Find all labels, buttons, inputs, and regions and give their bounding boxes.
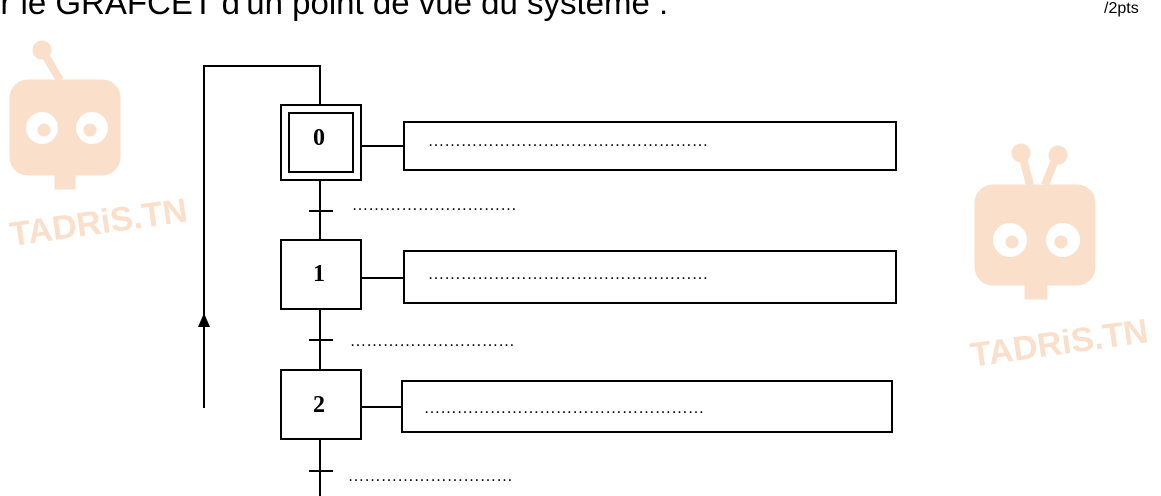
- step-2-number: 2: [313, 392, 325, 418]
- receptivity-text-0[interactable]: …………………………: [352, 197, 517, 214]
- receptivity-text-2[interactable]: …………………………: [348, 468, 513, 485]
- step-1-box: [280, 239, 362, 310]
- loop-line: [203, 65, 321, 408]
- points-label: /2pts: [1104, 0, 1139, 17]
- action-text-0[interactable]: ……………………………………………: [428, 133, 709, 150]
- step-0-number: 0: [313, 125, 325, 151]
- watermark-left: TADRiS.TN: [7, 40, 190, 250]
- action-text-2[interactable]: ……………………………………………: [424, 400, 705, 417]
- step-0-inner: [288, 112, 354, 173]
- watermark-right: TADRiS.TN: [968, 143, 1150, 370]
- loop-arrowhead: [198, 313, 210, 327]
- step-2-box: [280, 369, 362, 440]
- action-text-1[interactable]: ……………………………………………: [428, 266, 709, 283]
- step-0-outer: [280, 104, 362, 181]
- receptivity-text-1[interactable]: …………………………: [350, 333, 515, 350]
- action-box-0: [403, 121, 897, 171]
- question-text: er le GRAFCET d'un point de vue du systè…: [0, 0, 669, 21]
- robot-mascot-icon: [9, 40, 121, 190]
- action-box-1: [403, 250, 897, 304]
- robot-mascot-icon: [974, 143, 1096, 300]
- action-box-2: [401, 380, 893, 433]
- step-1-number: 1: [313, 261, 325, 287]
